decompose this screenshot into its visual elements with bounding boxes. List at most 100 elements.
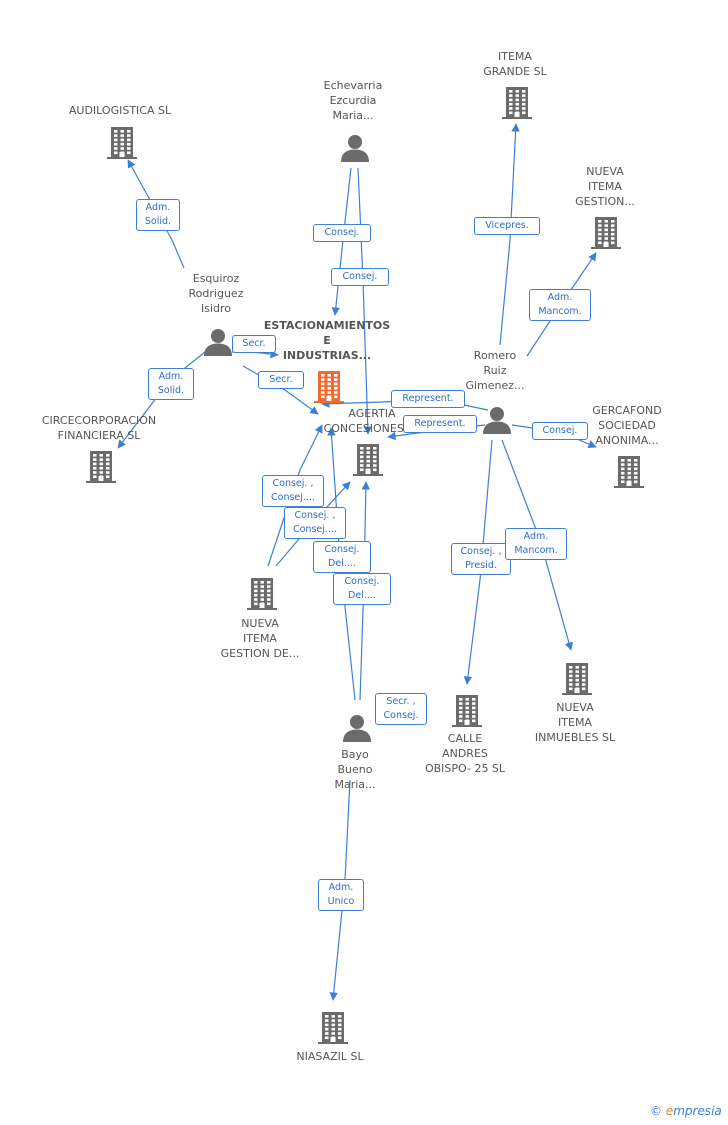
node-label-line: ESTACIONAMIENTOS <box>263 319 391 332</box>
node-label: NIASAZIL SL <box>296 1049 363 1064</box>
building-icon <box>502 87 532 119</box>
relation-badge-line: Adm. <box>328 882 354 893</box>
relation-badge-line: Consej.... <box>293 524 337 535</box>
relation-badge-line: Del.... <box>348 590 376 601</box>
node-label: AUDILOGISTICA SL <box>69 103 171 118</box>
node-label-line: SOCIEDAD <box>598 419 656 432</box>
node-label-line: Rodriguez <box>188 287 244 300</box>
brand-initial: e <box>665 1104 674 1118</box>
node-label-line: Echevarria <box>323 79 383 92</box>
node-icon[interactable] <box>318 1010 348 1048</box>
node-icon[interactable] <box>591 215 621 253</box>
building-icon <box>614 456 644 488</box>
node-label-line: CALLE <box>447 732 483 745</box>
relation-badge-line: Secr. <box>269 374 293 385</box>
person-icon <box>204 329 232 356</box>
node-label-line: CIRCECORPORACION <box>41 414 157 427</box>
node-label-line: Ezcurdia <box>329 94 377 107</box>
node-icon[interactable] <box>107 125 137 163</box>
node-label-line: Maria... <box>334 778 376 791</box>
node-label-line: Isidro <box>200 302 232 315</box>
relation-badge[interactable]: Consej. Del.... <box>333 573 391 605</box>
relation-badge[interactable]: Secr. <box>232 335 276 353</box>
relation-badge-line: Adm. <box>158 371 184 382</box>
relation-badge[interactable]: Adm.Unico <box>318 879 364 911</box>
relation-badge[interactable]: Represent. <box>391 390 465 408</box>
relation-badge[interactable]: Adm.Mancom. <box>529 289 591 321</box>
node-icon[interactable] <box>342 714 372 746</box>
node-icon[interactable] <box>502 85 532 123</box>
relation-badge-line: Consej. <box>344 576 380 587</box>
relation-badge[interactable]: Adm. Solid. <box>148 368 194 400</box>
edge-3 <box>499 123 520 346</box>
relation-badge-line: Mancom. <box>514 545 558 556</box>
relation-badge-line: Del.... <box>328 558 356 569</box>
relation-badge-line: Consej.... <box>271 492 315 503</box>
relation-badge[interactable]: Consej. ,Consej.... <box>284 507 346 539</box>
relation-badge[interactable]: Adm. Solid. <box>136 199 180 231</box>
node-icon[interactable] <box>314 369 344 407</box>
node-label-line: Maria... <box>332 109 374 122</box>
relation-badge-line: Consej. , <box>460 546 502 557</box>
relation-badge[interactable]: Consej.Del.... <box>313 541 371 573</box>
relation-badge[interactable]: Consej. , Consej.... <box>262 475 324 507</box>
relation-badge[interactable]: Consej. <box>532 422 588 440</box>
relation-badge-line: Represent. <box>414 418 466 429</box>
person-icon <box>483 407 511 434</box>
relation-badge-line: Represent. <box>402 393 454 404</box>
node-label-line: NIASAZIL SL <box>296 1050 364 1063</box>
relation-badge-line: Presid. <box>465 560 497 571</box>
relation-badge[interactable]: Adm. Mancom. <box>505 528 567 560</box>
relation-badge-line: Consej. <box>342 271 378 282</box>
relation-badge-line: Consej. , <box>272 478 314 489</box>
relation-badge-line: Secr. , <box>386 696 416 707</box>
node-icon[interactable] <box>340 134 370 166</box>
node-label-line: Esquiroz <box>192 272 240 285</box>
node-icon[interactable] <box>203 328 233 360</box>
node-icon[interactable] <box>452 693 482 731</box>
node-label-line: INDUSTRIAS... <box>282 349 372 362</box>
node-label-line: GESTION DE... <box>220 647 300 660</box>
node-label-line: ITEMA <box>498 50 532 63</box>
relation-badge-line: Adm. <box>523 531 549 542</box>
relation-badge[interactable]: Represent. <box>403 415 477 433</box>
building-icon <box>318 1012 348 1044</box>
node-icon[interactable] <box>86 449 116 487</box>
node-label-line: AUDILOGISTICA SL <box>68 104 172 117</box>
relation-badge[interactable]: Consej. <box>331 268 389 286</box>
relation-badge[interactable]: Vicepres. <box>474 217 540 235</box>
empresia-footer[interactable]: © empresia <box>650 1104 722 1118</box>
node-icon[interactable] <box>247 576 277 614</box>
relation-badge-line: Vicepres. <box>485 220 529 231</box>
relation-badge-line: Solid. <box>144 216 172 227</box>
relation-badge-line: Solid. <box>157 385 185 396</box>
building-icon <box>86 451 116 483</box>
node-label-line: GESTION... <box>575 195 635 208</box>
relation-badge-line: Mancom. <box>538 306 582 317</box>
copyright-symbol: © <box>650 1104 662 1118</box>
node-label-line: FINANCIERA SL <box>57 429 141 442</box>
building-icon <box>247 578 277 610</box>
node-icon[interactable] <box>614 454 644 492</box>
node-label-line: GERCAFOND <box>592 404 662 417</box>
node-label-line: Ruiz <box>483 364 507 377</box>
node-label-line: INMUEBLES SL <box>534 731 616 744</box>
relation-badge[interactable]: Secr. <box>258 371 304 389</box>
relation-badge[interactable]: Consej. , Presid. <box>451 543 511 575</box>
node-label-line: ANDRES <box>442 747 488 760</box>
node-label-line: Bueno <box>337 763 373 776</box>
relation-badge[interactable]: Secr. , Consej. <box>375 693 427 725</box>
relation-badge-line: Consej. <box>383 710 419 721</box>
relation-badge[interactable]: Consej. <box>313 224 371 242</box>
node-icon[interactable] <box>482 406 512 438</box>
node-icon[interactable] <box>562 661 592 699</box>
relation-badge-line: Adm. <box>145 202 171 213</box>
node-icon[interactable] <box>353 442 383 480</box>
